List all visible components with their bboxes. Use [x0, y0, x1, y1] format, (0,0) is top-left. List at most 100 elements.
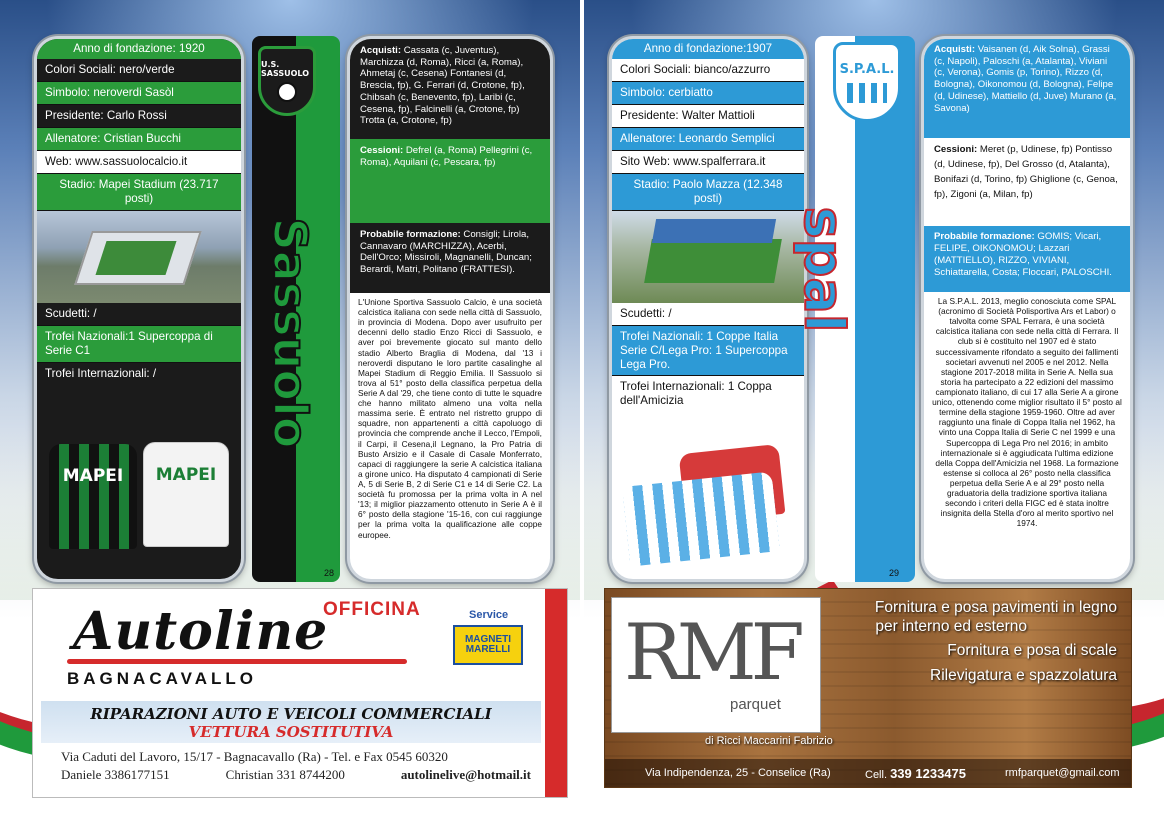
stadium-stand — [651, 218, 777, 243]
autoline-advert: OFFICINA Autoline BAGNACAVALLO Service M… — [32, 588, 568, 798]
red-side-bar — [545, 589, 567, 797]
team-coach: Allenatore: Cristian Bucchi — [37, 128, 241, 152]
team-colors: Colori Sociali: nero/verde — [37, 59, 241, 83]
ad-brand-logo: Autoline — [73, 601, 329, 662]
transfers-in-list: Cassata (c, Juventus), Marchizza (d, Rom… — [360, 45, 525, 127]
spal-vertical-name: spal — [792, 206, 857, 334]
national-trophies: Trofei Nazionali: 1 Coppe Italia Serie C… — [612, 325, 804, 377]
team-symbol: Simbolo: cerbiatto — [612, 82, 804, 106]
ad-contacts: Daniele 3386177151 Christian 331 8744200… — [61, 767, 531, 783]
transfers-out-label: Cessioni: — [934, 144, 978, 155]
ad-services-line1: RIPARAZIONI AUTO E VEICOLI COMMERCIALI — [90, 705, 492, 723]
spal-vertical-band — [815, 36, 915, 582]
crest-label: U.S. SASSUOLO — [261, 60, 310, 78]
jersey-sponsor: MAPEI — [155, 465, 217, 485]
rmf-owner: di Ricci Maccarini Fabrizio — [705, 735, 833, 747]
jersey-sponsor: MAPEI — [62, 466, 124, 486]
transfers-out-list: Defrel (a, Roma) Pellegrini (c, Roma), A… — [360, 145, 533, 168]
ad-services-banner: RIPARAZIONI AUTO E VEICOLI COMMERCIALI V… — [41, 701, 541, 743]
rmf-email[interactable]: rmfparquet@gmail.com — [1005, 767, 1120, 779]
team-symbol: Simbolo: neroverdi Sasòl — [37, 82, 241, 106]
founding-year: Anno di fondazione: 1920 — [37, 39, 241, 60]
rmf-address: Via Indipendenza, 25 - Conselice (Ra) — [645, 767, 831, 779]
rmf-line-1: Fornitura e posa pavimenti in legno — [874, 599, 1117, 616]
sassuolo-crest-icon: U.S. SASSUOLO — [258, 46, 316, 116]
team-coach: Allenatore: Leonardo Semplici — [612, 128, 804, 152]
rmf-parquet-advert: RMF parquet Fornitura e posa pavimenti i… — [604, 588, 1132, 788]
jersey-home: MAPEI — [49, 444, 137, 549]
probable-lineup: Probabile formazione: GOMIS; Vicari, FEL… — [924, 226, 1130, 292]
stadium-photo — [612, 210, 804, 303]
team-president: Presidente: Walter Mattioli — [612, 105, 804, 129]
football-icon — [277, 82, 297, 102]
stadium-photo — [37, 210, 241, 303]
rmf-cell-label: Cell. — [865, 768, 888, 781]
team-website: Sito Web: www.spalferrara.it — [612, 151, 804, 175]
stadium-pitch — [95, 240, 177, 275]
rmf-cell-number: 339 1233475 — [890, 765, 966, 781]
sassuolo-vertical-name: Sassuolo — [262, 217, 318, 450]
sassuolo-text-panel: Acquisti: Cassata (c, Juventus), Marchiz… — [347, 36, 553, 582]
spal-crest-icon: S.P.A.L. — [833, 42, 901, 122]
page-number-left: 28 — [324, 568, 335, 578]
rmf-service-3: Rilevigatura e spazzolatura — [930, 666, 1117, 684]
rmf-logo: RMF — [624, 608, 805, 698]
transfers-in-label: Acquisti: — [934, 44, 976, 55]
rmf-footer: Via Indipendenza, 25 - Conselice (Ra) Ce… — [605, 759, 1131, 787]
jersey-away: MAPEI — [143, 442, 229, 547]
ad-address: Via Caduti del Lavoro, 15/17 - Bagnacava… — [61, 749, 448, 764]
founding-year: Anno di fondazione:1907 — [612, 39, 804, 60]
transfers-in-list: Vaisanen (d, Aik Solna), Grassi (c, Napo… — [934, 44, 1117, 114]
transfers-out-label: Cessioni: — [360, 145, 404, 156]
lineup-label: Probabile formazione: — [360, 229, 461, 240]
team-stadium: Stadio: Paolo Mazza (12.348 posti) — [612, 174, 804, 211]
magneti-marelli-logo: MAGNETI MARELLI — [453, 625, 523, 665]
team-scudetti: Scudetti: / — [37, 302, 241, 326]
national-trophies: Trofei Nazionali:1 Supercoppa di Serie C… — [37, 325, 241, 363]
contact-christian: Christian 331 8744200 — [225, 767, 345, 782]
page-gutter — [580, 0, 584, 826]
ad-town: BAGNACAVALLO — [67, 669, 257, 688]
team-scudetti: Scudetti: / — [612, 302, 804, 326]
lineup-list: Consigli; Lirola, Cannavaro (MARCHIZZA),… — [360, 229, 532, 276]
transfers-out-list: Meret (p, Udinese, fp) Pontisso (d, Udin… — [934, 144, 1118, 200]
international-trophies: Trofei Internazionali: / — [37, 362, 241, 385]
stadium-pitch — [644, 238, 782, 283]
club-history: L'Unione Sportiva Sassuolo Calcio, è una… — [350, 293, 550, 544]
team-stadium: Stadio: Mapei Stadium (23.717 posti) — [37, 174, 241, 211]
jersey-home — [622, 471, 780, 567]
rmf-line-2: per interno ed esterno — [875, 617, 1027, 635]
lineup-list: GOMIS; Vicari, FELIPE, OIKONOMOU; Lazzar… — [934, 231, 1112, 278]
transfers-in: Acquisti: Cassata (c, Juventus), Marchiz… — [350, 39, 550, 139]
transfers-in: Acquisti: Vaisanen (d, Aik Solna), Grass… — [924, 39, 1130, 138]
sassuolo-vertical-band — [252, 36, 340, 582]
contact-email[interactable]: autolinelive@hotmail.it — [400, 767, 531, 782]
ad-services-line2: VETTURA SOSTITUTIVA — [188, 723, 394, 741]
rmf-parquet-word: parquet — [730, 696, 781, 713]
transfers-out: Cessioni: Defrel (a, Roma) Pellegrini (c… — [350, 139, 550, 223]
club-history: La S.P.A.L. 2013, meglio conosciuta come… — [932, 296, 1122, 529]
rmf-service-2: Fornitura e posa di scale — [947, 642, 1117, 660]
service-label: Service — [469, 609, 509, 621]
team-president: Presidente: Carlo Rossi — [37, 105, 241, 129]
transfers-out: Cessioni: Meret (p, Udinese, fp) Pontiss… — [924, 138, 1130, 226]
spal-text-panel: Acquisti: Vaisanen (d, Aik Solna), Grass… — [921, 36, 1133, 582]
spal-info-panel: Anno di fondazione:1907 Colori Sociali: … — [609, 36, 807, 582]
sassuolo-info-panel: Anno di fondazione: 1920 Colori Sociali:… — [34, 36, 244, 582]
rmf-logo-box: RMF parquet — [611, 597, 821, 733]
team-website: Web: www.sassuolocalcio.it — [37, 151, 241, 175]
rmf-phone: Cell. 339 1233475 — [865, 766, 1005, 781]
probable-lineup: Probabile formazione: Consigli; Lirola, … — [350, 223, 550, 293]
ad-officina: OFFICINA — [323, 599, 421, 620]
international-trophies: Trofei Internazionali: 1 Coppa dell'Amic… — [612, 376, 804, 413]
transfers-in-label: Acquisti: — [360, 45, 402, 56]
contact-daniele: Daniele 3386177151 — [61, 767, 170, 782]
logo-underline — [67, 659, 407, 664]
team-colors: Colori Sociali: bianco/azzurro — [612, 59, 804, 83]
page-number-right: 29 — [889, 568, 900, 578]
crest-stripes — [847, 82, 887, 103]
lineup-label: Probabile formazione: — [934, 231, 1035, 242]
